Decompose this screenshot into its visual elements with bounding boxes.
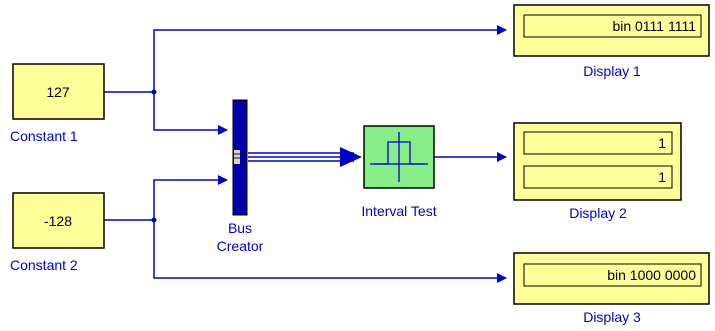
- display3-value: bin 1000 0000: [607, 267, 696, 283]
- display1-value: bin 0111 1111: [612, 18, 696, 34]
- wire-branch1-to-bus[interactable]: [153, 92, 228, 135]
- bus-creator-block[interactable]: [232, 99, 248, 216]
- constant2-block[interactable]: -128: [12, 192, 105, 249]
- constant1-block[interactable]: 127: [12, 63, 105, 120]
- display1-value-box: [523, 14, 702, 38]
- bus-creator-label-line1: Bus: [228, 220, 252, 236]
- display1-label: Display 1: [583, 63, 641, 79]
- display2-value1-box: [523, 131, 673, 155]
- display1-block[interactable]: bin 0111 1111: [513, 4, 710, 57]
- wire-branch2-to-bus[interactable]: [153, 175, 228, 220]
- display2-value2-box: [523, 165, 673, 189]
- interval-test-icon: [370, 132, 428, 182]
- bus-arrowhead: [340, 147, 362, 167]
- branch-point-1: [151, 89, 157, 95]
- display2-value2: 1: [658, 169, 666, 185]
- bus-creator-label-line2: Creator: [217, 238, 264, 254]
- display2-value1: 1: [658, 135, 666, 151]
- constant1-label: Constant 1: [10, 128, 78, 144]
- signal-lines: [104, 25, 507, 283]
- constant2-label: Constant 2: [10, 257, 78, 273]
- wire-branch1-to-display1[interactable]: [153, 25, 507, 92]
- branch-point-2: [151, 217, 157, 223]
- display2-label: Display 2: [569, 205, 627, 221]
- display3-value-box: [523, 263, 702, 287]
- interval-test-label: Interval Test: [361, 203, 436, 219]
- display3-label: Display 3: [583, 309, 641, 325]
- wire-branch2-to-display3[interactable]: [153, 220, 507, 283]
- display2-block[interactable]: 1 1: [513, 122, 682, 201]
- bus-port-mark: [234, 150, 240, 164]
- display3-block[interactable]: bin 1000 0000: [513, 252, 710, 305]
- interval-test-block[interactable]: [363, 125, 435, 189]
- constant1-value: 127: [46, 84, 70, 100]
- constant2-value: -128: [44, 213, 72, 229]
